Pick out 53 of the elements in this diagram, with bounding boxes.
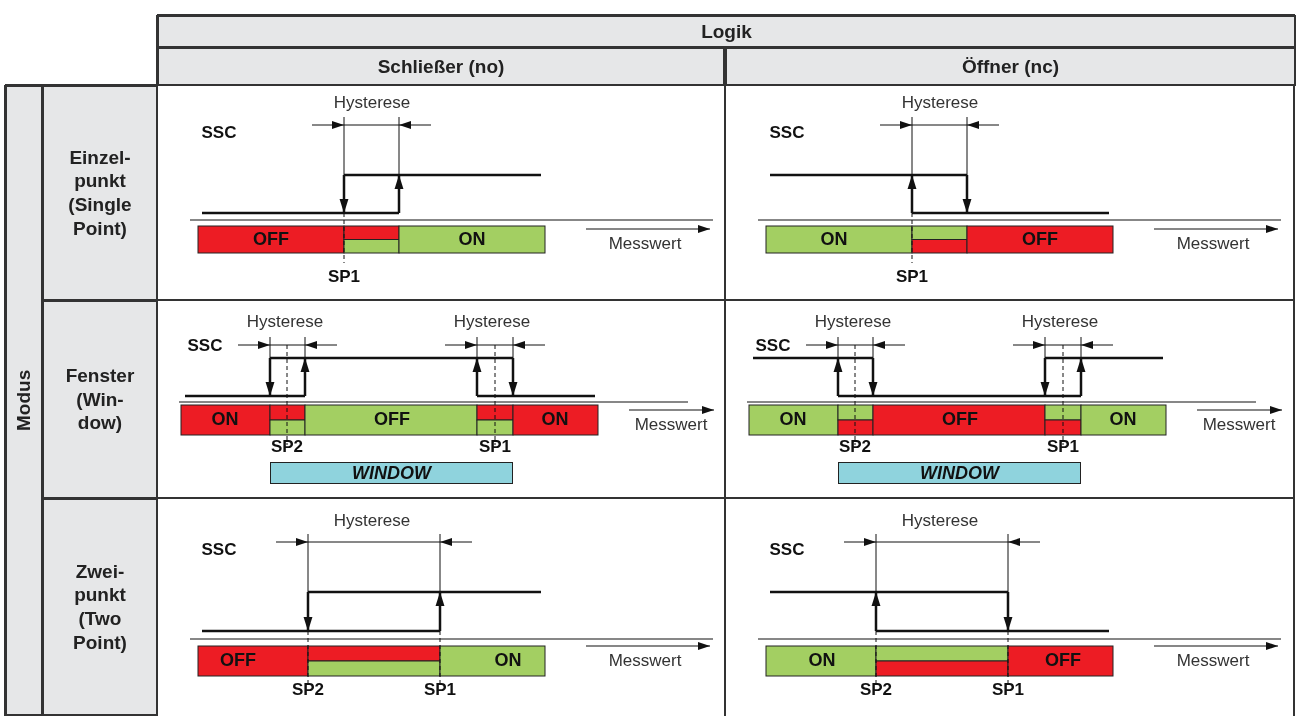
dimension-label: Hysterese (246, 312, 324, 332)
state-label: OFF (1045, 651, 1081, 671)
setpoint-label: SP1 (423, 680, 457, 700)
axis-label: Messwert (1176, 234, 1250, 254)
setpoint-label: SP1 (991, 680, 1025, 700)
column-header: Schließer (no) (157, 47, 725, 86)
column-header: Logik (157, 15, 1296, 48)
dimension-label: Hysterese (453, 312, 531, 332)
dimension-label: Hysterese (333, 93, 411, 113)
setpoint-label: SP1 (478, 437, 512, 457)
dimension-label: Hysterese (1021, 312, 1099, 332)
state-label: ON (211, 410, 239, 430)
state-label: ON (458, 230, 486, 250)
state-label: ON (494, 651, 522, 671)
signal-label: SSC (769, 123, 805, 143)
state-label: ON (779, 410, 807, 430)
signal-label: SSC (201, 540, 237, 560)
setpoint-label: SP1 (1046, 437, 1080, 457)
state-label: OFF (253, 230, 289, 250)
axis-label: Messwert (608, 234, 682, 254)
setpoint-label: SP2 (270, 437, 304, 457)
setpoint-label: SP2 (291, 680, 325, 700)
row-header: Fenster (Win- dow) (42, 300, 158, 499)
state-label: OFF (220, 651, 256, 671)
state-label: ON (820, 230, 848, 250)
row-header: Modus (5, 85, 43, 716)
signal-label: SSC (755, 336, 791, 356)
state-label: ON (1109, 410, 1137, 430)
setpoint-label: SP2 (859, 680, 893, 700)
column-header: Öffner (nc) (725, 47, 1296, 86)
dimension-label: Hysterese (901, 93, 979, 113)
state-label: ON (808, 651, 836, 671)
signal-label: SSC (769, 540, 805, 560)
dimension-label: Hysterese (814, 312, 892, 332)
state-label: OFF (1022, 230, 1058, 250)
axis-label: Messwert (1176, 651, 1250, 671)
window-bar: WINDOW (270, 462, 513, 484)
row-header: Zwei- punkt (Two Point) (42, 498, 158, 716)
signal-label: SSC (187, 336, 223, 356)
setpoint-label: SP1 (895, 267, 929, 287)
window-bar: WINDOW (838, 462, 1081, 484)
state-label: ON (541, 410, 569, 430)
axis-label: Messwert (1202, 415, 1276, 435)
dimension-label: Hysterese (333, 511, 411, 531)
setpoint-label: SP1 (327, 267, 361, 287)
row-header: Einzel- punkt (Single Point) (42, 85, 158, 301)
state-label: OFF (374, 410, 410, 430)
signal-label: SSC (201, 123, 237, 143)
axis-label: Messwert (634, 415, 708, 435)
setpoint-label: SP2 (838, 437, 872, 457)
state-label: OFF (942, 410, 978, 430)
axis-label: Messwert (608, 651, 682, 671)
dimension-label: Hysterese (901, 511, 979, 531)
